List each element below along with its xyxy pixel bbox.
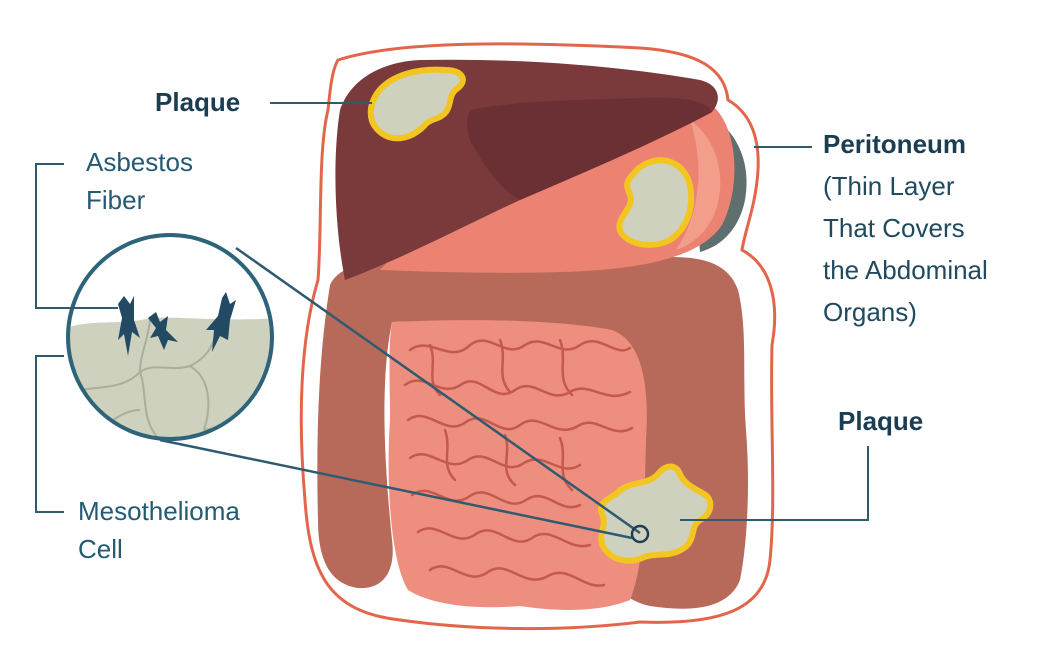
label-peritoneum-desc-4: Organs) — [823, 297, 917, 327]
label-mesothelioma-line2: Cell — [78, 534, 123, 564]
stomach-highlight — [676, 120, 721, 250]
magnifier-lines — [159, 246, 641, 540]
leader-mesothelioma — [35, 355, 64, 513]
intestine-folds — [403, 338, 634, 587]
label-mesothelioma-line1: Mesothelioma — [78, 496, 240, 526]
plaque-stomach — [616, 157, 695, 248]
magnifier-target-ring — [630, 524, 650, 544]
asbestos-fibers — [118, 292, 236, 356]
label-asbestos-fiber-line2: Fiber — [86, 185, 146, 215]
plaque-liver — [367, 66, 466, 142]
asbestos-fiber — [148, 312, 178, 350]
leader-asbestos — [35, 163, 118, 309]
label-peritoneum-desc-3: the Abdominal — [823, 255, 988, 285]
liver-shadow — [467, 97, 712, 200]
asbestos-fiber — [206, 292, 236, 352]
organ-outline — [299, 42, 777, 631]
label-peritoneum: Peritoneum — [823, 129, 967, 159]
leader-plaque-bottom — [680, 446, 869, 521]
label-plaque-bottom: Plaque — [838, 406, 924, 436]
label-peritoneum-desc-2: That Covers — [823, 213, 965, 243]
leader-lines — [35, 102, 869, 521]
label-peritoneum-desc-1: (Thin Layer — [823, 171, 955, 201]
magnifier-circle — [66, 233, 274, 441]
label-asbestos-fiber-line1: Asbestos — [86, 147, 193, 177]
asbestos-fiber — [118, 296, 140, 356]
mesothelial-cells — [68, 317, 272, 439]
label-plaque-top: Plaque — [155, 87, 241, 117]
magnified-view — [68, 235, 272, 439]
